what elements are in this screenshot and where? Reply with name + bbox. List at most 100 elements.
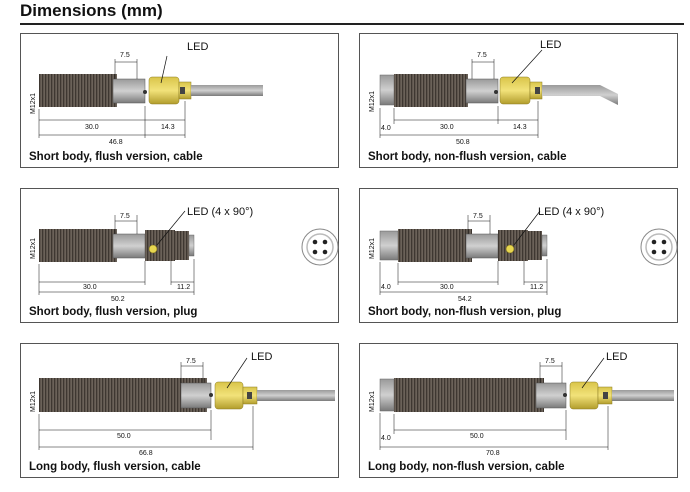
plug-face: [188, 234, 195, 257]
cable: [612, 390, 674, 401]
led-window: [535, 87, 540, 94]
title-divider: [20, 23, 684, 25]
connector-ring: [306, 233, 334, 261]
led-window: [247, 392, 252, 399]
led-leader-line: [581, 357, 605, 389]
led-leader-line: [513, 210, 541, 246]
dim-b: 14.3: [513, 124, 527, 131]
led-housing: [569, 381, 599, 410]
led-leader-line: [511, 49, 543, 84]
threaded-body: [394, 378, 544, 412]
threaded-body: [394, 74, 468, 107]
panel-long-nonflush-cable: M12x1 LED 7.5 4.0 50.0 70.8 Long body, n…: [359, 343, 678, 478]
dim-b: 14.3: [161, 124, 175, 131]
sensor-drawing: M12x1 LED 7.5 30.0 14.3 46.8: [30, 41, 263, 146]
led-label: LED (4 x 90°): [538, 206, 604, 218]
led-leader-line: [156, 210, 186, 246]
connector-pin: [661, 249, 667, 255]
led-leader-line: [160, 55, 168, 84]
locknut-hole: [209, 393, 213, 397]
cable: [542, 85, 618, 105]
led-label: LED: [251, 351, 272, 363]
led-label: LED (4 x 90°): [187, 206, 253, 218]
panel-caption: Short body, non-flush version, cable: [368, 151, 567, 163]
dim-a: 30.0: [440, 284, 454, 291]
sensor-drawing: M12x1 LED (4 x 90°) 7.5 30.0 11.2 50.2: [30, 206, 339, 303]
led-housing: [148, 76, 180, 105]
threaded-body: [398, 229, 472, 262]
page-title: Dimensions (mm): [20, 1, 163, 20]
thread-label: M12x1: [30, 391, 37, 412]
dim-total: 70.8: [486, 450, 500, 457]
sensor-drawing: M12x1 LED 7.5 4.0 50.0 70.8: [369, 351, 674, 457]
locknut: [112, 233, 146, 259]
connector-ring: [645, 233, 673, 261]
sensing-face: [379, 378, 395, 412]
locknut: [112, 78, 146, 104]
led-housing: [214, 381, 244, 410]
dim-b: 11.2: [177, 284, 190, 291]
panel-short-flush-cable: M12x1 LED 7.5 30.0 14.3 46.8 Short body,…: [20, 33, 339, 168]
thread-label: M12x1: [369, 238, 376, 259]
locknut: [465, 233, 499, 259]
connector-pin: [661, 239, 667, 245]
panel-caption: Short body, flush version, plug: [29, 306, 198, 318]
panel-caption: Long body, non-flush version, cable: [368, 461, 565, 473]
thread-label: M12x1: [369, 91, 376, 112]
dim-top: 7.5: [473, 213, 483, 220]
dim-total: 66.8: [139, 450, 153, 457]
dim-top: 7.5: [120, 213, 130, 220]
dim-top: 7.5: [545, 358, 555, 365]
plug-connector: [528, 231, 542, 260]
thread-label: M12x1: [30, 93, 37, 114]
sensor-drawing: M12x1 LED 7.5 4.0 30.0 14.3 50.8: [369, 39, 618, 146]
panel-short-nonflush-plug: M12x1 LED (4 x 90°) 7.5 4.0 30.0 11.2 54…: [359, 188, 678, 323]
locknut-hole: [563, 393, 567, 397]
dim-offset: 4.0: [381, 284, 391, 291]
led-label: LED: [606, 351, 627, 363]
led-indicator: [505, 244, 515, 254]
sensor-drawing: M12x1 LED (4 x 90°) 7.5 4.0 30.0 11.2 54…: [369, 206, 678, 303]
led-window: [180, 87, 185, 94]
led-label: LED: [540, 39, 561, 51]
panel-short-flush-plug: M12x1 LED (4 x 90°) 7.5 30.0 11.2 50.2 S…: [20, 188, 339, 323]
panel-caption: Short body, non-flush version, plug: [368, 306, 562, 318]
led-indicator: [148, 244, 158, 254]
sensing-face: [379, 74, 395, 106]
connector-pin: [322, 239, 328, 245]
dim-b: 11.2: [530, 284, 543, 291]
dim-total: 50.8: [456, 139, 470, 146]
locknut-hole: [494, 90, 498, 94]
locknut: [465, 78, 499, 104]
dim-top: 7.5: [120, 52, 130, 59]
sensor-drawing: M12x1 LED 7.5 50.0 66.8: [30, 351, 335, 457]
plug-face: [541, 234, 548, 257]
connector-pin: [322, 249, 328, 255]
threaded-body: [39, 378, 207, 412]
cable: [257, 390, 335, 401]
dim-top: 7.5: [477, 52, 487, 59]
dim-a: 30.0: [85, 124, 99, 131]
dim-total: 46.8: [109, 139, 123, 146]
panel-caption: Long body, flush version, cable: [29, 461, 201, 473]
threaded-body: [39, 229, 117, 262]
dim-offset: 4.0: [381, 435, 391, 442]
panel-long-flush-cable: M12x1 LED 7.5 50.0 66.8 Long body, flush…: [20, 343, 339, 478]
dim-total: 50.2: [111, 296, 125, 303]
panel-short-nonflush-cable: M12x1 LED 7.5 4.0 30.0 14.3 50.8 Short b…: [359, 33, 678, 168]
dim-a: 50.0: [470, 433, 484, 440]
connector-pin: [312, 249, 318, 255]
dim-top: 7.5: [186, 358, 196, 365]
panel-caption: Short body, flush version, cable: [29, 151, 203, 163]
dim-a: 30.0: [440, 124, 454, 131]
dim-total: 54.2: [458, 296, 472, 303]
thread-label: M12x1: [369, 391, 376, 412]
locknut: [535, 382, 567, 409]
led-leader-line: [226, 357, 248, 389]
connector-pin: [312, 239, 318, 245]
sensing-face: [379, 230, 399, 261]
threaded-body: [39, 74, 117, 107]
connector-body: [145, 230, 175, 261]
cable: [191, 85, 263, 96]
connector-body: [498, 230, 528, 261]
